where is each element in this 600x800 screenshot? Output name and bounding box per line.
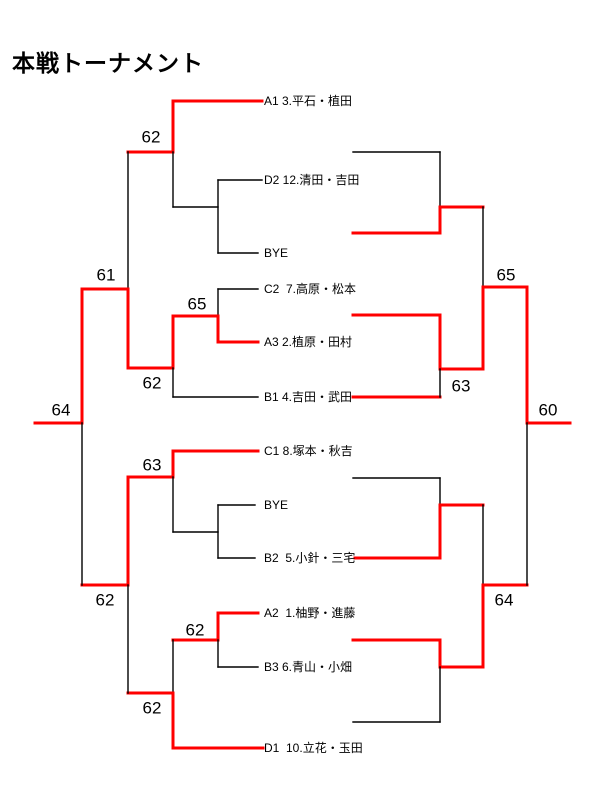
match-number: 62 bbox=[141, 127, 161, 147]
entry-label-a2: A2 1.柚野・進藤 bbox=[264, 606, 356, 620]
entry-label-c1: C1 8.塚本・秋吉 bbox=[264, 444, 353, 458]
match-number: 65 bbox=[496, 265, 516, 285]
match-number: 64 bbox=[51, 400, 71, 420]
match-number: 62 bbox=[95, 590, 115, 610]
entry-label-b1: B1 4.吉田・武田 bbox=[264, 390, 353, 404]
entry-label-b3: B3 6.青山・小畑 bbox=[264, 660, 353, 674]
entry-label-bye: BYE bbox=[264, 498, 289, 512]
entry-label-b2: B2 5.小針・三宅 bbox=[264, 551, 356, 565]
entry-label-bye: BYE bbox=[264, 246, 289, 260]
entry-label-d1: D1 10.立花・玉田 bbox=[264, 741, 363, 755]
match-number: 62 bbox=[142, 698, 162, 718]
entry-label-a3: A3 2.植原・田村 bbox=[264, 335, 353, 349]
match-number: 62 bbox=[142, 373, 162, 393]
match-number: 62 bbox=[185, 620, 205, 640]
match-number: 63 bbox=[451, 376, 471, 396]
entry-label-d2: D2 12.清田・吉田 bbox=[264, 173, 360, 187]
match-number: 63 bbox=[142, 455, 162, 475]
match-number: 61 bbox=[96, 265, 116, 285]
entry-label-a1: A1 3.平石・植田 bbox=[264, 94, 353, 108]
entry-label-c2: C2 7.高原・松本 bbox=[264, 282, 357, 296]
page-title: 本戦トーナメント bbox=[12, 50, 204, 76]
match-number: 64 bbox=[494, 590, 514, 610]
match-number: 65 bbox=[187, 294, 207, 314]
match-number: 60 bbox=[538, 400, 558, 420]
